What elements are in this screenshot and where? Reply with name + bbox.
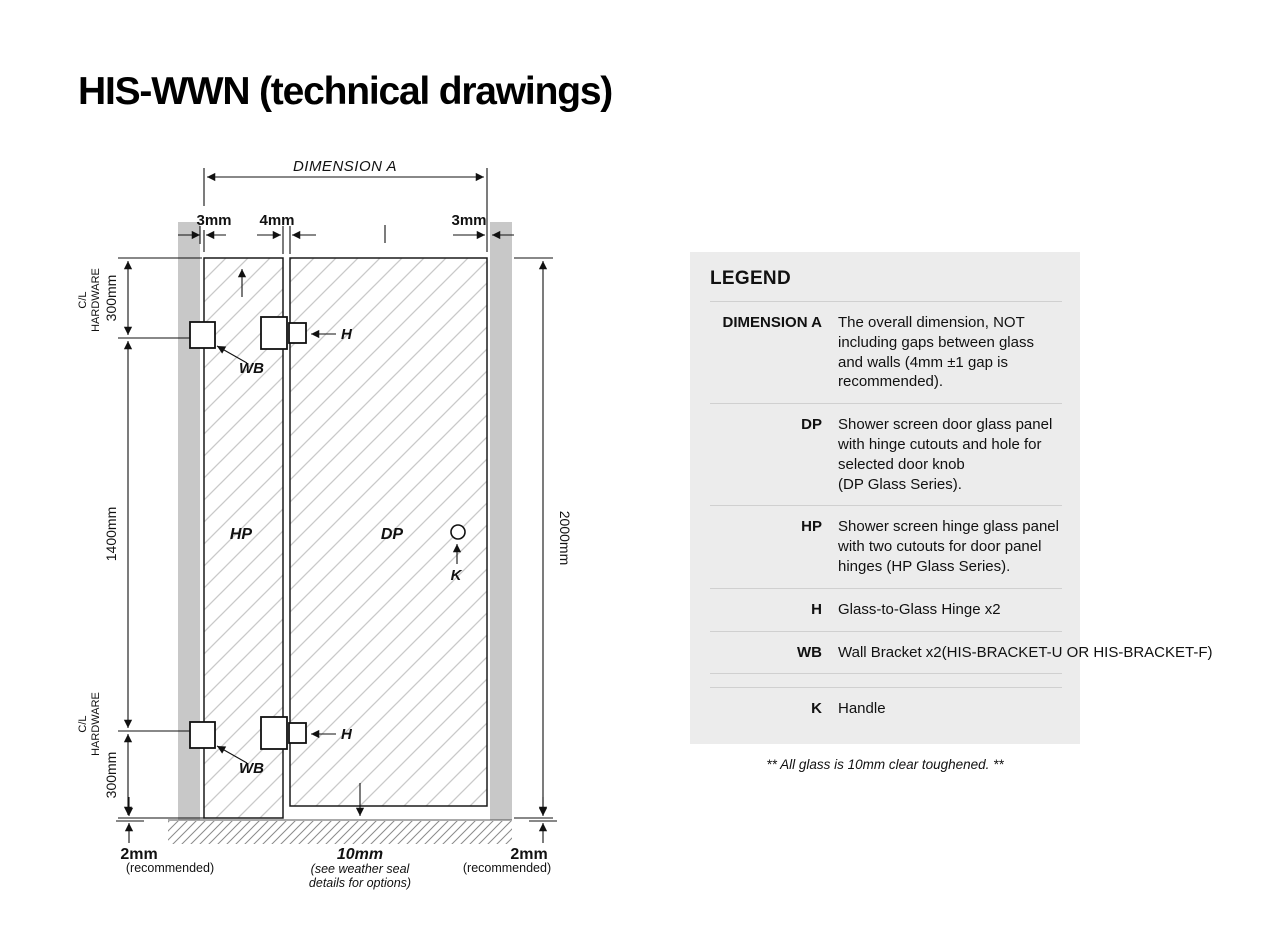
h-bottom-label: H bbox=[341, 726, 353, 743]
dim-1400-label: 1400mm bbox=[103, 507, 119, 561]
floor-gap-left-note: (recommended) bbox=[126, 861, 214, 875]
legend-row-hp: HP Shower screen hinge glass panel with … bbox=[710, 505, 1062, 587]
floor-gap-mid-label: 10mm bbox=[337, 846, 383, 863]
page-title: HIS-WWN (technical drawings) bbox=[78, 70, 613, 113]
wb-bottom-arrow bbox=[216, 745, 248, 764]
bottom-gap-dimensions: 2mm (recommended) 10mm (see weather seal… bbox=[116, 783, 557, 890]
legend-row-k: K Handle bbox=[710, 687, 1062, 730]
dp-panel-label: DP bbox=[381, 526, 404, 543]
legend-row-dp: DP Shower screen door glass panel with h… bbox=[710, 403, 1062, 505]
dim-300-bottom-label: 300mm bbox=[103, 752, 119, 799]
left-dimension-chain: 300mm 1400mm 300mm C/L HARDWARE C/L HARD… bbox=[77, 257, 204, 819]
cl-hardware-top-line1: C/L bbox=[77, 291, 89, 308]
cl-hardware-top-line2: HARDWARE bbox=[90, 268, 102, 332]
wb-bottom-label: WB bbox=[239, 760, 264, 777]
hp-panel-label: HP bbox=[230, 526, 253, 543]
legend-term: HP bbox=[801, 518, 822, 536]
dimension-a-label: DIMENSION A bbox=[293, 158, 397, 175]
wb-top-arrow bbox=[216, 345, 248, 364]
dimension-a-group: DIMENSION A bbox=[203, 158, 488, 252]
hinge-bottom-plate-right bbox=[288, 722, 307, 744]
hinge-top-plate-right bbox=[288, 322, 307, 344]
hinges: H H bbox=[260, 316, 353, 750]
gap-left-label: 3mm bbox=[196, 212, 231, 229]
legend-term: K bbox=[811, 700, 822, 718]
floor-gap-right-label: 2mm bbox=[510, 846, 547, 863]
h-top-label: H bbox=[341, 326, 353, 343]
k-label: K bbox=[451, 567, 463, 584]
legend-desc: Shower screen hinge glass panel with two… bbox=[838, 518, 1059, 575]
wall-brackets: WB WB bbox=[189, 321, 264, 777]
right-dimension: 2000mm bbox=[514, 257, 573, 819]
legend-title: LEGEND bbox=[710, 268, 791, 289]
legend-term: WB bbox=[797, 643, 822, 661]
legend-term: H bbox=[811, 600, 822, 618]
technical-drawing: DIMENSION A 3mm 4mm 3mm 300mm 1400mm 300… bbox=[77, 158, 573, 890]
top-gap-dimensions: 3mm 4mm 3mm bbox=[178, 212, 514, 254]
wall-bracket-top bbox=[189, 321, 216, 349]
floor-gap-mid-note2: details for options) bbox=[309, 876, 411, 890]
door-knob bbox=[450, 524, 466, 540]
legend-desc: The overall dimension, NOT including gap… bbox=[838, 314, 1034, 391]
floor-gap-left-label: 2mm bbox=[120, 846, 157, 863]
legend-desc: Wall Bracket x2(HIS-BRACKET-U OR HIS-BRA… bbox=[838, 643, 1213, 661]
legend-term: DIMENSION A bbox=[722, 314, 822, 331]
gap-mid-label: 4mm bbox=[259, 212, 294, 229]
legend-row-wb: WB Wall Bracket x2(HIS-BRACKET-U OR HIS-… bbox=[710, 630, 1213, 674]
legend-term: DP bbox=[801, 416, 822, 434]
legend-desc: Handle bbox=[838, 700, 886, 718]
floor-hatch bbox=[168, 821, 512, 844]
legend-spacer bbox=[710, 673, 1062, 687]
legend-footnote: ** All glass is 10mm clear toughened. ** bbox=[766, 757, 1004, 773]
handle-group: K bbox=[450, 524, 466, 584]
hinge-top-plate-left bbox=[260, 316, 288, 350]
legend-desc: Glass-to-Glass Hinge x2 bbox=[838, 600, 1001, 618]
floor-gap-right-note: (recommended) bbox=[463, 861, 551, 875]
floor-gap-mid-note1: (see weather seal bbox=[311, 862, 411, 876]
left-wall bbox=[178, 222, 200, 820]
right-wall bbox=[490, 222, 512, 820]
dim-300-top-label: 300mm bbox=[103, 275, 119, 322]
wb-top-label: WB bbox=[239, 360, 264, 377]
wall-bracket-bottom bbox=[189, 721, 216, 749]
dim-2000-label: 2000mm bbox=[557, 511, 573, 565]
legend-box: LEGEND DIMENSION A The overall dimension… bbox=[690, 252, 1213, 745]
legend-desc: Shower screen door glass panel with hing… bbox=[838, 416, 1053, 493]
gap-right-label: 3mm bbox=[451, 212, 486, 229]
legend-row-dimension-a: DIMENSION A The overall dimension, NOT i… bbox=[710, 301, 1062, 403]
legend-row-h: H Glass-to-Glass Hinge x2 bbox=[710, 587, 1062, 631]
cl-hardware-bottom-line2: HARDWARE bbox=[90, 692, 102, 756]
cl-hardware-bottom-line1: C/L bbox=[77, 715, 89, 732]
legend: LEGEND DIMENSION A The overall dimension… bbox=[690, 252, 1213, 773]
hinge-bottom-plate-left bbox=[260, 716, 288, 750]
